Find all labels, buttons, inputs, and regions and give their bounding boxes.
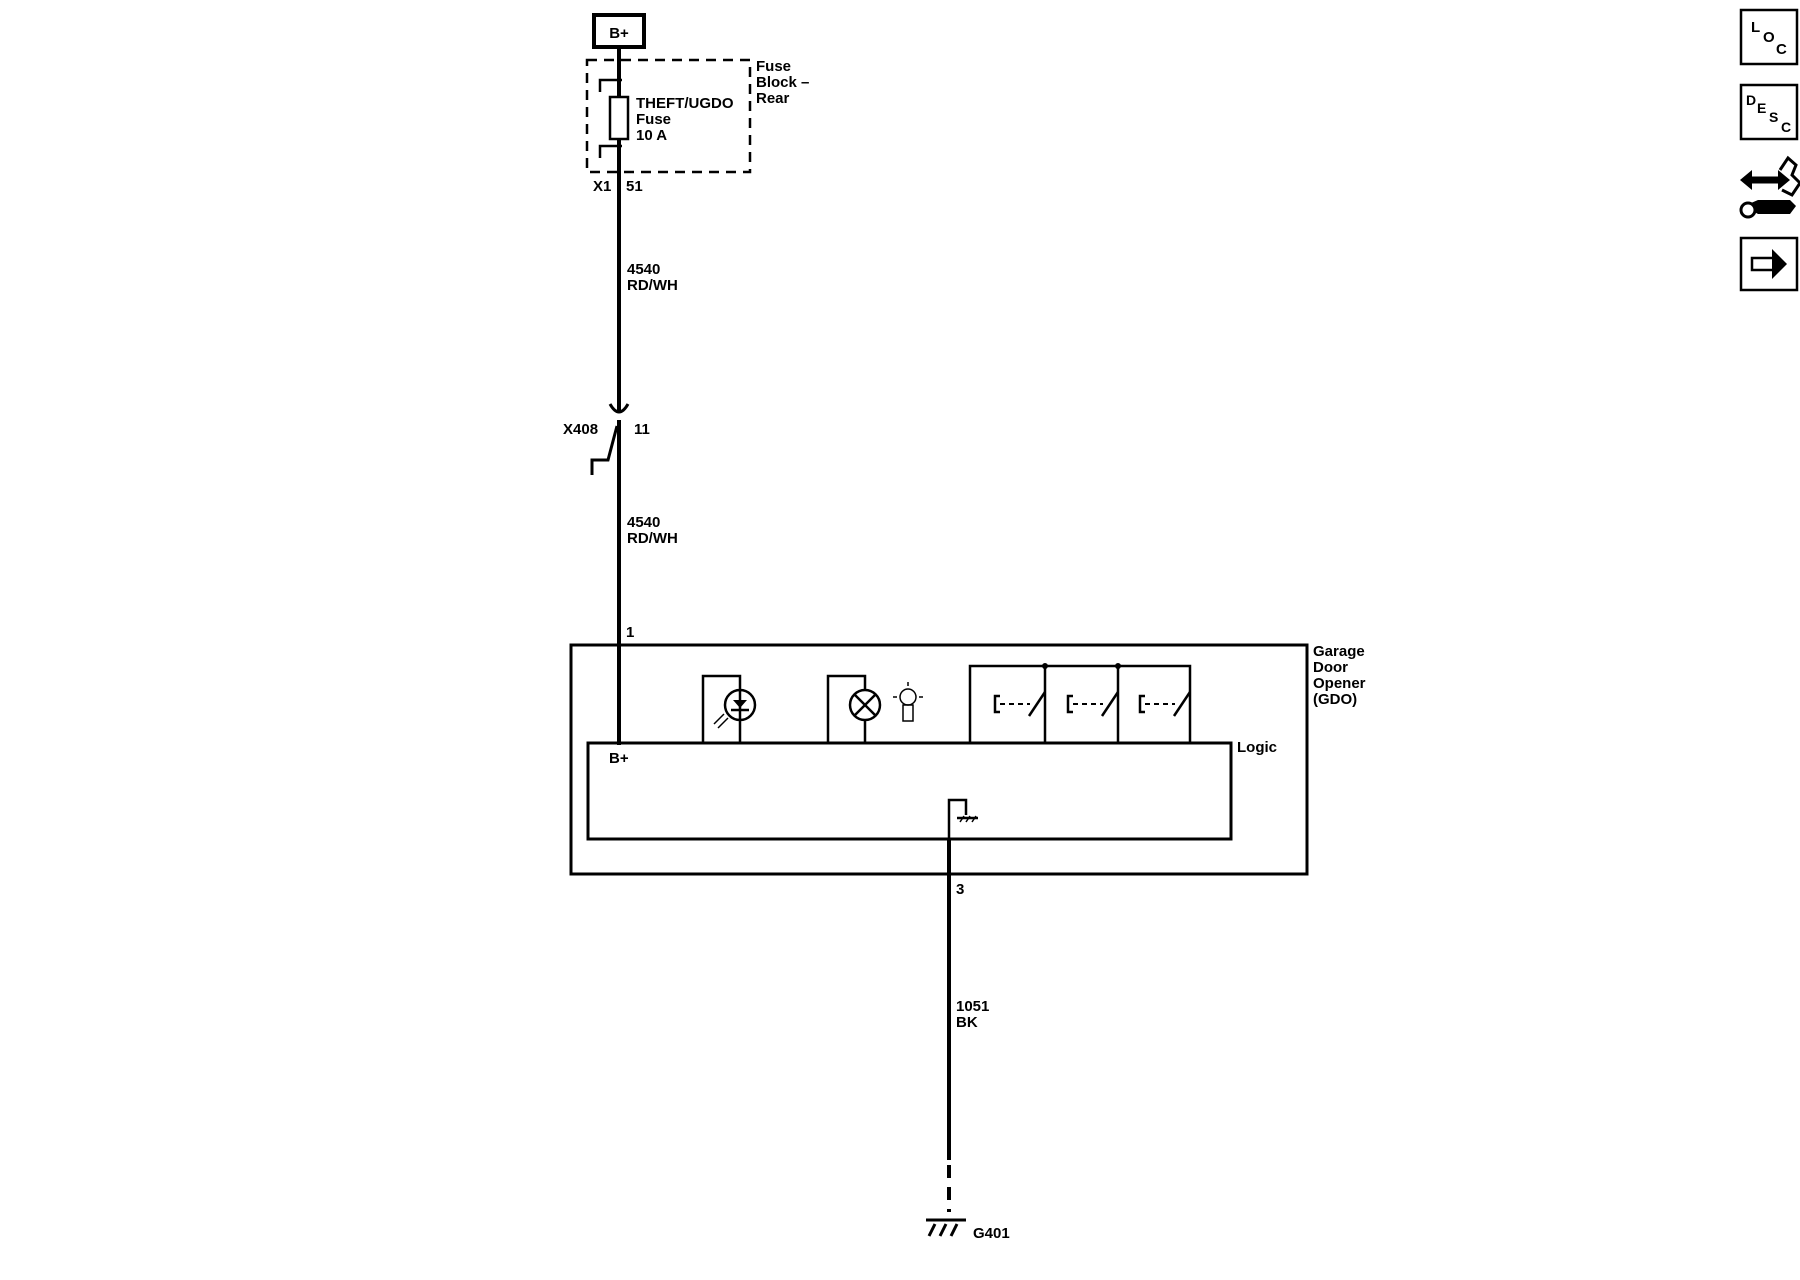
logic-box <box>586 741 1233 841</box>
lamp-icon <box>826 674 923 743</box>
module-name-4: (GDO) <box>1313 691 1357 708</box>
inline-connector-icon: X408 11 <box>563 403 650 475</box>
wire-middle-color: RD/WH <box>627 530 678 547</box>
fuse-block-name-2: Block – <box>756 74 809 91</box>
desc-icon-s: S <box>1769 109 1778 125</box>
connector-wrench-button[interactable] <box>1739 155 1800 219</box>
switch-2-icon <box>1066 691 1120 717</box>
loc-button[interactable]: L O C <box>1739 8 1799 66</box>
fuse-icon <box>608 95 630 141</box>
light-sensor-icon <box>701 674 757 743</box>
module-name-2: Door <box>1313 659 1348 676</box>
logic-bplus-label: B+ <box>609 750 629 767</box>
inline-connector-name: X408 <box>563 421 598 438</box>
desc-icon-d: D <box>1746 92 1756 108</box>
gdo-module: 1 Garage Door Opener (GDO) Logic B+ <box>569 624 1366 898</box>
power-source-label: B+ <box>609 25 629 42</box>
switch-3-icon <box>1138 691 1192 717</box>
module-name-1: Garage <box>1313 643 1365 660</box>
arrow-right-icon <box>1750 249 1787 279</box>
wire-ground-color: BK <box>956 1014 978 1031</box>
module-pin-ground: 3 <box>956 881 964 898</box>
logic-label: Logic <box>1237 739 1277 756</box>
fuse-block-name-3: Rear <box>756 90 790 107</box>
fuse-block-pin: 51 <box>626 178 643 195</box>
next-button[interactable] <box>1739 236 1799 292</box>
fuse-rating: 10 A <box>636 127 667 144</box>
fuse-block: Fuse Block – Rear THEFT/UGDO Fuse 10 A X… <box>585 58 809 195</box>
ground-label: G401 <box>973 1225 1010 1242</box>
chassis-ground-icon <box>926 1218 966 1237</box>
wire-upper-color: RD/WH <box>627 277 678 294</box>
desc-icon-c: C <box>1781 119 1791 135</box>
wire-upper-circuit: 4540 <box>627 261 660 278</box>
switch-1-icon <box>993 691 1047 717</box>
loc-icon-c: C <box>1776 41 1787 58</box>
fuse-name-1: THEFT/UGDO <box>636 95 734 112</box>
switch-bank-icon <box>968 663 1192 743</box>
desc-icon-e: E <box>1757 100 1766 116</box>
wire-middle-circuit: 4540 <box>627 514 660 531</box>
internal-ground-icon <box>947 798 978 839</box>
loc-icon-o: O <box>1763 29 1775 46</box>
connector-wrench-icon <box>1739 155 1800 219</box>
fuse-name-2: Fuse <box>636 111 671 128</box>
module-pin-power: 1 <box>626 624 634 641</box>
desc-button[interactable]: D E S C <box>1739 83 1799 141</box>
module-name-3: Opener <box>1313 675 1366 692</box>
power-source: B+ <box>592 13 646 49</box>
loc-icon-l: L <box>1751 19 1760 36</box>
wire-ground-circuit: 1051 <box>956 998 989 1015</box>
fuse-block-name-1: Fuse <box>756 58 791 75</box>
inline-connector-pin: 11 <box>634 421 650 438</box>
fuse-block-connector: X1 <box>593 178 611 195</box>
